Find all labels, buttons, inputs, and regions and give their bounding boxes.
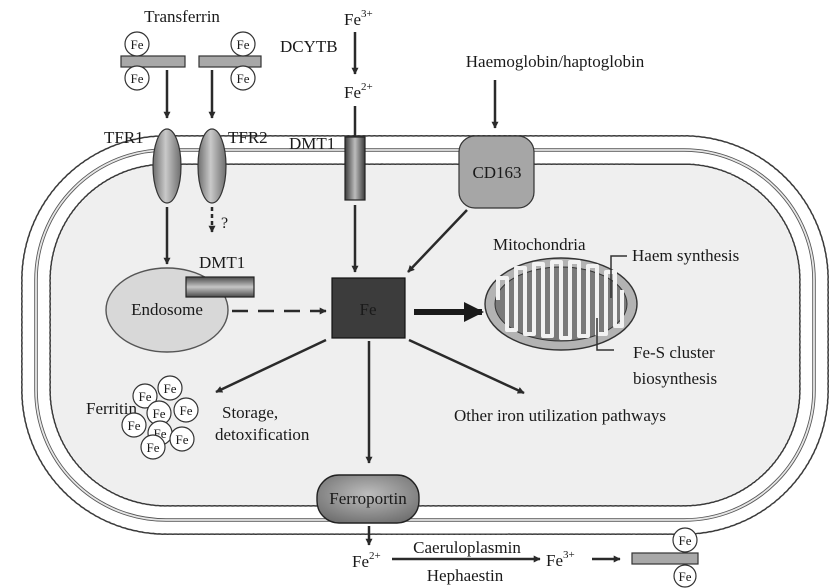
svg-text:Fe: Fe [237, 71, 250, 86]
central-fe-label: Fe [360, 300, 377, 319]
storage-label-line2: detoxification [215, 425, 310, 444]
storage-label-line1: Storage, [222, 403, 278, 422]
fe3-top-label: Fe3+ [344, 8, 373, 29]
haemoglobin-label: Haemoglobin/haptoglobin [466, 52, 645, 71]
arrow-fe-other-pathways [408, 338, 525, 395]
ferritin-cluster: Fe Fe Fe Fe Fe Fe Fe Fe [121, 375, 199, 460]
svg-text:Fe: Fe [147, 440, 160, 455]
svg-text:Fe: Fe [153, 406, 166, 421]
haem-synthesis-leader [610, 255, 627, 298]
cd163-label: CD163 [472, 163, 521, 182]
ferroportin-transporter [316, 474, 420, 524]
tfr1-receptor [152, 128, 182, 204]
svg-text:Fe: Fe [139, 389, 152, 404]
fe2-bottom-label: Fe2+ [352, 550, 381, 571]
transferrin-loaded-bottom: Fe Fe [631, 527, 699, 588]
cell-membrane [21, 135, 829, 535]
dmt1-endosome-label: DMT1 [199, 253, 245, 272]
fes-cluster-label-line2: biosynthesis [633, 369, 717, 388]
transferrin-label: Transferrin [144, 7, 220, 26]
tfr2-receptor [197, 128, 227, 204]
haem-synthesis-label: Haem synthesis [632, 246, 739, 265]
hephaestin-label: Hephaestin [427, 566, 504, 585]
svg-text:Fe: Fe [164, 381, 177, 396]
svg-text:Fe: Fe [176, 432, 189, 447]
endosome-label: Endosome [131, 300, 203, 319]
dmt1-membrane-label: DMT1 [289, 134, 335, 153]
svg-text:Fe: Fe [679, 569, 692, 584]
tfr1-label: TFR1 [104, 128, 144, 147]
caeruloplasmin-label: Caeruloplasmin [413, 538, 521, 557]
ferritin-label: Ferritin [86, 399, 137, 418]
mitochondrion [484, 257, 638, 351]
fe3-bottom-label: Fe3+ [546, 549, 575, 570]
cytoplasm [51, 165, 799, 505]
svg-text:Fe: Fe [237, 37, 250, 52]
transferrin-right: Fe Fe [198, 31, 262, 91]
dcytb-label: DCYTB [280, 37, 338, 56]
arrow-cd163-fe [407, 209, 468, 273]
svg-text:Fe: Fe [131, 37, 144, 52]
dmt1-endosome-transporter [185, 276, 255, 298]
svg-text:Fe: Fe [131, 71, 144, 86]
question-mark: ? [221, 215, 228, 232]
fes-cluster-leader [596, 318, 614, 351]
cd163-receptor [458, 135, 535, 209]
arrow-fe-ferritin [215, 338, 327, 394]
dmt1-membrane-transporter [344, 136, 366, 201]
transferrin-left: Fe Fe [120, 31, 186, 91]
other-pathways-label: Other iron utilization pathways [454, 406, 666, 425]
svg-text:Fe: Fe [180, 403, 193, 418]
central-iron-pool [331, 277, 406, 339]
fe2-top-label: Fe2+ [344, 81, 373, 102]
svg-text:Fe: Fe [128, 418, 141, 433]
mitochondria-label: Mitochondria [493, 235, 586, 254]
ferroportin-label: Ferroportin [329, 489, 407, 508]
fes-cluster-label-line1: Fe-S cluster [633, 343, 715, 362]
svg-text:Fe: Fe [679, 533, 692, 548]
tfr2-label: TFR2 [228, 128, 268, 147]
